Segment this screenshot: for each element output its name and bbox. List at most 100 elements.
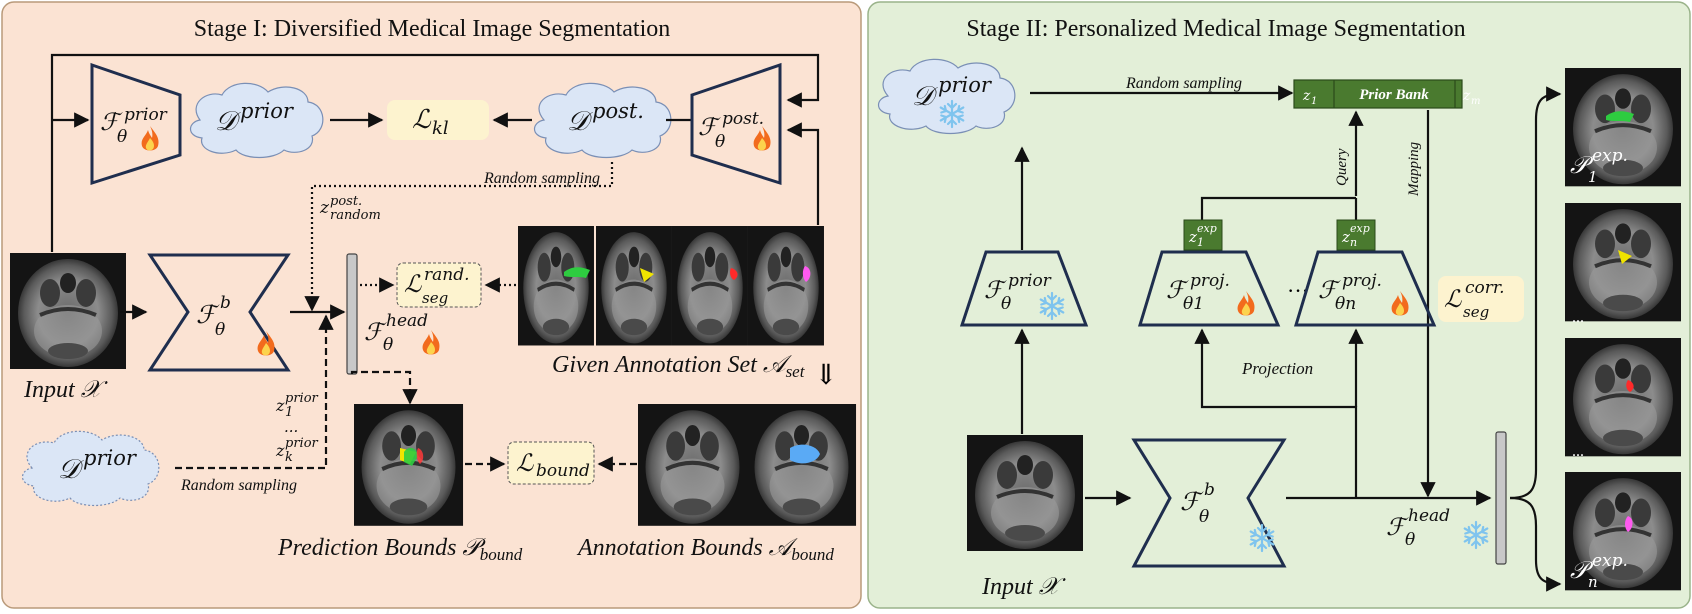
z-exp-n-box: z exp n (1336, 219, 1376, 251)
output-image-1 (1565, 68, 1681, 186)
input-image-s1 (8, 251, 128, 371)
given-annotation-label: Given Annotation Set 𝒜set (552, 352, 806, 381)
svg-text:θ: θ (1001, 294, 1011, 314)
loss-seg-rand-box: ℒ rand. seg (396, 262, 482, 308)
svg-text:prior: prior (1008, 271, 1052, 291)
svg-text:prior: prior (285, 391, 319, 406)
svg-text:z: z (275, 441, 285, 460)
svg-text:...: ... (1572, 309, 1584, 326)
svg-text:z: z (1188, 228, 1197, 246)
proj-encoder-n: ℱ proj. θn (1293, 250, 1437, 327)
input-image-s2 (965, 433, 1085, 553)
svg-text:proj.: proj. (1342, 271, 1382, 291)
svg-text:exp: exp (1350, 222, 1370, 235)
random-sampling-label-2: Random sampling (180, 477, 297, 494)
svg-text:z: z (1341, 228, 1350, 246)
svg-text:prior: prior (938, 73, 993, 97)
svg-text:1: 1 (1588, 168, 1598, 186)
svg-text:seg: seg (422, 289, 448, 307)
svg-text:b: b (220, 293, 231, 313)
svg-text:z: z (1302, 88, 1311, 104)
svg-text:θ: θ (215, 320, 225, 340)
svg-text:θ1: θ1 (1183, 294, 1204, 314)
stage1-title: Stage I: Diversified Medical Image Segme… (194, 16, 671, 42)
loss-bound-box: ℒ bound (507, 441, 595, 485)
svg-text:θ: θ (383, 335, 393, 355)
svg-text:ℱ: ℱ (364, 318, 387, 346)
random-sampling-label-1: Random sampling (483, 170, 600, 187)
svg-text:ℒ: ℒ (516, 449, 534, 477)
query-bracket (1200, 196, 1356, 220)
projection-label: Projection (1241, 359, 1313, 378)
svg-text:exp.: exp. (1592, 551, 1628, 571)
svg-text:ℱ: ℱ (1318, 276, 1341, 304)
stage2-title: Stage II: Personalized Medical Image Seg… (966, 16, 1465, 42)
posterior-dist-cloud: 𝒟 post. (533, 82, 672, 159)
svg-text:θn: θn (1335, 294, 1356, 314)
svg-text:z: z (1462, 88, 1471, 104)
svg-text:...: ... (1572, 443, 1584, 460)
input-label-s2: Input 𝒳 (981, 574, 1067, 600)
arrow-annotations-to-posterior (786, 122, 820, 225)
svg-text:ℱ: ℱ (1386, 513, 1409, 541)
prior-encoder-s1: ℱ prior θ (90, 62, 182, 186)
svg-text:ℱ: ℱ (984, 276, 1007, 304)
svg-text:prior: prior (83, 446, 138, 470)
prior-encoder-s2: ℱ prior θ (959, 250, 1089, 327)
svg-text:n: n (1588, 573, 1598, 591)
mapping-label: Mapping (1406, 141, 1422, 197)
svg-text:post.: post. (330, 194, 362, 209)
output-image-2: ... (1565, 203, 1681, 326)
svg-text:ℒ: ℒ (412, 105, 432, 135)
proj-encoder-1: ℱ proj. θ1 (1137, 250, 1281, 327)
svg-text:b: b (1204, 480, 1215, 500)
prior-bank: z 1 Prior Bank z m (1293, 79, 1480, 109)
svg-text:θ: θ (1405, 530, 1415, 550)
loss-kl-box: ℒ kl (387, 100, 489, 140)
svg-text:Prior Bank: Prior Bank (1359, 87, 1429, 103)
head-label-s1: ℱ head θ (364, 311, 440, 355)
annotation-bounds-images (638, 404, 856, 526)
output-label-n: 𝒫 exp. n (1570, 551, 1628, 591)
svg-text:prior: prior (285, 436, 319, 451)
svg-text:corr.: corr. (1465, 278, 1505, 298)
posterior-encoder: ℱ post. θ (690, 62, 782, 186)
svg-text:z: z (275, 396, 285, 415)
svg-text:1: 1 (285, 405, 293, 420)
svg-text:bound: bound (536, 461, 590, 481)
svg-text:prior: prior (124, 105, 168, 125)
svg-text:k: k (285, 450, 293, 465)
svg-text:post.: post. (592, 99, 644, 123)
query-label: Query (1334, 148, 1350, 186)
posterior-sampling-dotted (304, 162, 614, 312)
svg-text:ℒ: ℒ (404, 270, 422, 298)
svg-text:1: 1 (1311, 96, 1317, 107)
svg-text:post.: post. (722, 109, 764, 129)
double-arrow-down: ⇓ (814, 360, 837, 391)
svg-text:θ: θ (715, 132, 725, 152)
svg-text:ℱ: ℱ (100, 108, 123, 136)
svg-text:ℒ: ℒ (1444, 285, 1462, 313)
svg-text:n: n (1350, 236, 1357, 249)
prediction-bounds-image (354, 404, 463, 526)
z-prior-list: z prior 1 ... z prior k (275, 391, 319, 465)
given-annotation-set (518, 226, 824, 345)
svg-text:random: random (330, 208, 381, 223)
svg-text:m: m (1471, 96, 1480, 107)
loss-seg-corr-box: ℒ corr. seg (1438, 276, 1524, 322)
z-exp-1-box: z exp 1 (1183, 219, 1223, 251)
head-bar-s1 (346, 253, 358, 375)
output-image-3: ... (1565, 338, 1681, 460)
svg-text:z: z (319, 198, 330, 218)
z-post-random: z post. random (319, 194, 381, 223)
svg-text:θ: θ (1199, 507, 1209, 527)
svg-text:exp: exp (1197, 222, 1217, 235)
svg-text:seg: seg (1463, 303, 1489, 321)
arrow-head-to-prediction (350, 370, 418, 405)
svg-text:head: head (1408, 506, 1450, 526)
random-sampling-label-s2: Random sampling (1125, 75, 1242, 92)
svg-text:prior: prior (240, 99, 295, 123)
svg-text:θ: θ (117, 127, 127, 147)
annotation-bounds-label: Annotation Bounds 𝒜bound (576, 535, 834, 564)
prediction-bounds-label: Prediction Bounds 𝒫bound (277, 535, 523, 564)
